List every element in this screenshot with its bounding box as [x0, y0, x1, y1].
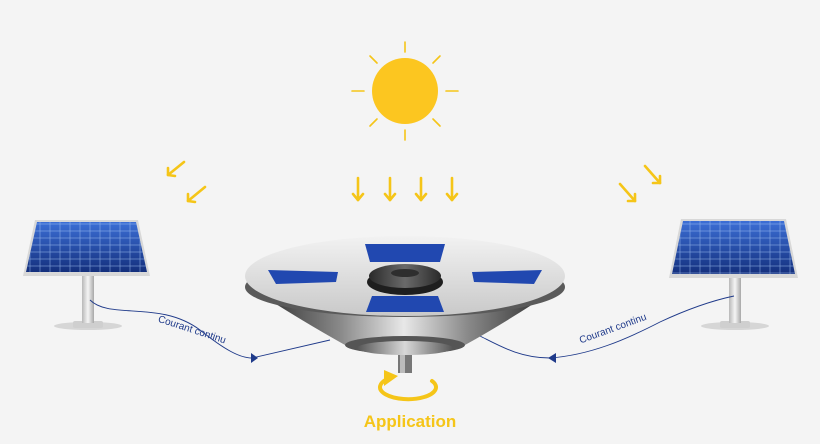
sun-icon: [351, 41, 459, 141]
sunlight-arrow-icon: [414, 176, 428, 202]
dc-wire-right: [479, 295, 735, 363]
solar-disc-device: [245, 236, 565, 373]
sunlight-arrow-icon: [166, 160, 186, 178]
sunlight-arrow-icon: [186, 185, 207, 204]
sunlight-arrow-icon: [351, 176, 365, 202]
sunlight-arrow-icon: [618, 182, 637, 203]
solar-panel-icon: [669, 219, 798, 330]
sunlight-arrow-icon: [383, 176, 397, 202]
sunlight-arrow-icon: [643, 164, 662, 185]
application-label: Application: [363, 412, 457, 431]
dc-wire-left: [89, 299, 331, 363]
solar-panel-icon: [23, 220, 150, 330]
rotation-arrow-icon: [378, 370, 438, 402]
sunlight-arrow-icon: [445, 176, 459, 202]
